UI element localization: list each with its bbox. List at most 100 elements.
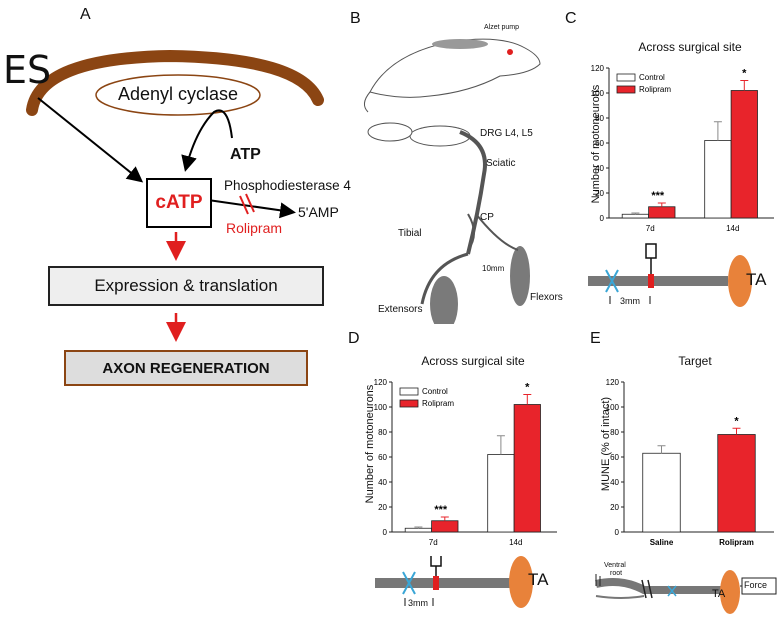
bar: [642, 452, 681, 533]
significance-label: *: [742, 68, 747, 80]
significance-label: ***: [651, 190, 665, 202]
axon-box: AXON REGENERATION: [64, 350, 308, 386]
legend-swatch: [399, 399, 419, 408]
legend-label: Control: [422, 387, 448, 396]
panel-d-schematic: [375, 556, 533, 608]
panel-e-schematic: [595, 570, 777, 614]
significance-label: *: [525, 382, 530, 394]
y-tick-label: 0: [383, 528, 388, 537]
rat-sciatic-diagram: [364, 38, 541, 324]
membrane-arc: [26, 49, 324, 116]
legend-swatch: [616, 85, 636, 94]
panel-d-label: D: [348, 330, 360, 347]
bar: [704, 140, 732, 219]
alzet-label: Alzet pump: [484, 24, 520, 31]
y-tick-label: 100: [606, 403, 620, 412]
legend-swatch: [399, 387, 419, 396]
y-tick-label: 100: [591, 89, 605, 98]
y-tick-label: 60: [378, 453, 387, 462]
x-tick-label: 7d: [646, 224, 655, 233]
chart-c-title: Across surgical site: [638, 40, 742, 54]
panel-d-ta: TA: [528, 570, 549, 589]
bar: [621, 213, 650, 219]
atp-label: ATP: [230, 146, 261, 163]
bar: [404, 527, 433, 533]
legend-label: Control: [639, 73, 665, 82]
x-tick-label: Saline: [650, 538, 674, 547]
dist-label: 10mm: [482, 264, 505, 273]
y-tick-label: 80: [378, 428, 387, 437]
bar: [730, 90, 758, 219]
x-tick-label: 7d: [429, 538, 438, 547]
rat-eye: [507, 49, 513, 55]
x-tick-label: 14d: [509, 538, 522, 547]
extensors-label: Extensors: [378, 304, 423, 315]
extensors-muscle: [430, 276, 458, 324]
y-tick-label: 0: [600, 214, 605, 223]
significance-label: ***: [434, 504, 448, 516]
panel-c-scale: 3mm: [620, 296, 640, 306]
panel-a-diagram: [26, 49, 324, 342]
y-tick-label: 40: [378, 478, 387, 487]
y-tick-label: 60: [595, 139, 604, 148]
y-tick-label: 40: [610, 478, 619, 487]
amp-label: 5'AMP: [298, 204, 339, 220]
sciatic-label: Sciatic: [486, 158, 516, 169]
legend-swatch: [616, 73, 636, 82]
tibial-label: Tibial: [398, 228, 422, 239]
panel-e-label: E: [590, 330, 601, 347]
pump: [432, 39, 488, 49]
y-tick-label: 80: [610, 428, 619, 437]
y-tick-label: 20: [378, 503, 387, 512]
y-tick-label: 120: [374, 378, 388, 387]
panel-c-schematic: [588, 243, 752, 307]
bar: [431, 520, 459, 533]
drg-label: DRG L4, L5: [480, 128, 533, 139]
cp-label: CP: [480, 212, 494, 223]
flexors-label: Flexors: [530, 292, 563, 303]
atp-arrow: [181, 109, 233, 172]
panel-b-label: B: [350, 10, 361, 27]
bar: [648, 206, 676, 219]
axon-label: AXON REGENERATION: [102, 359, 270, 377]
panel-d-scale: 3mm: [408, 598, 428, 608]
force-label: Force: [744, 580, 768, 590]
legend-label: Rolipram: [639, 85, 671, 94]
ventral-label: Ventral: [604, 562, 626, 569]
rolipram-block-1: [239, 195, 249, 215]
y-tick-label: 0: [615, 528, 620, 537]
x-tick-label: Rolipram: [719, 538, 754, 547]
root-label: root: [610, 570, 623, 577]
pde-label: Phosphodiesterase 4: [224, 178, 351, 193]
x-tick-label: 14d: [726, 224, 739, 233]
panel-c-ta: TA: [746, 270, 767, 289]
y-tick-label: 40: [595, 164, 604, 173]
y-tick-label: 100: [374, 403, 388, 412]
y-tick-label: 20: [595, 189, 604, 198]
y-tick-label: 120: [591, 64, 605, 73]
y-tick-label: 20: [610, 503, 619, 512]
significance-label: *: [734, 415, 739, 427]
panel-e-ta: TA: [712, 588, 726, 600]
y-tick-label: 60: [610, 453, 619, 462]
panel-c-label: C: [565, 10, 577, 27]
rolipram-block-2: [245, 193, 255, 213]
expression-box: Expression & translation: [48, 266, 324, 306]
rolipram-label-a: Rolipram: [226, 220, 283, 236]
expression-label: Expression & translation: [94, 276, 278, 295]
chart-d-title: Across surgical site: [421, 354, 525, 368]
y-tick-label: 120: [606, 378, 620, 387]
legend-label: Rolipram: [422, 399, 454, 408]
catp-box: cATP: [146, 178, 212, 228]
es-label: ES: [3, 48, 52, 92]
adenyl-cyclase-ellipse: [95, 74, 261, 116]
panel-a-label: A: [80, 6, 91, 23]
es-arrow: [37, 97, 144, 183]
flexors-muscle: [510, 246, 530, 306]
bar: [513, 404, 541, 533]
bar: [717, 434, 756, 533]
adenyl-cyclase-label: Adenyl cyclase: [118, 84, 239, 104]
